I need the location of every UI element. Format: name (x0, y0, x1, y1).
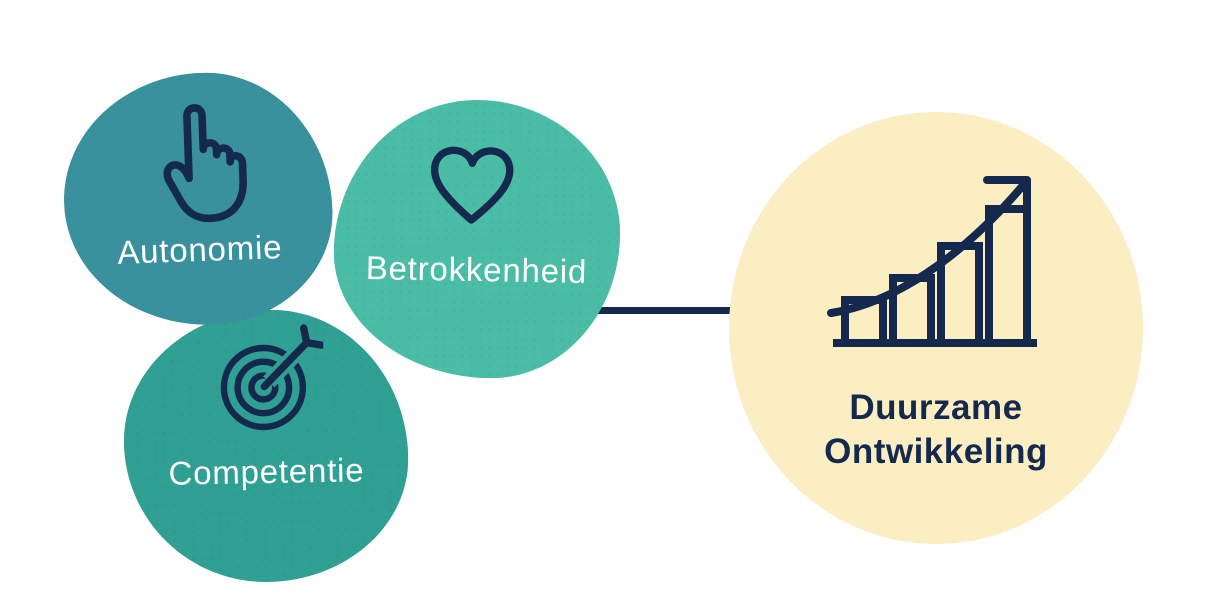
node-autonomie: Autonomie (59, 68, 337, 330)
node-duurzame-ontwikkeling: Duurzame Ontwikkeling (729, 112, 1143, 544)
node-competentie: Competentie (121, 307, 411, 585)
target-dart-icon (220, 324, 325, 431)
tap-hand-icon (163, 104, 247, 223)
node-label-betrokkenheid: Betrokkenheid (365, 249, 588, 290)
node-betrokkenheid: Betrokkenheid (331, 97, 623, 381)
node-label-autonomie: Autonomie (116, 228, 283, 271)
node-label-duurzame-ontwikkeling: Duurzame Ontwikkeling (824, 388, 1048, 471)
connector-line (585, 307, 731, 314)
growth-chart-arrow-icon (827, 176, 1037, 347)
heart-icon (431, 146, 514, 224)
node-label-competentie: Competentie (168, 451, 365, 492)
